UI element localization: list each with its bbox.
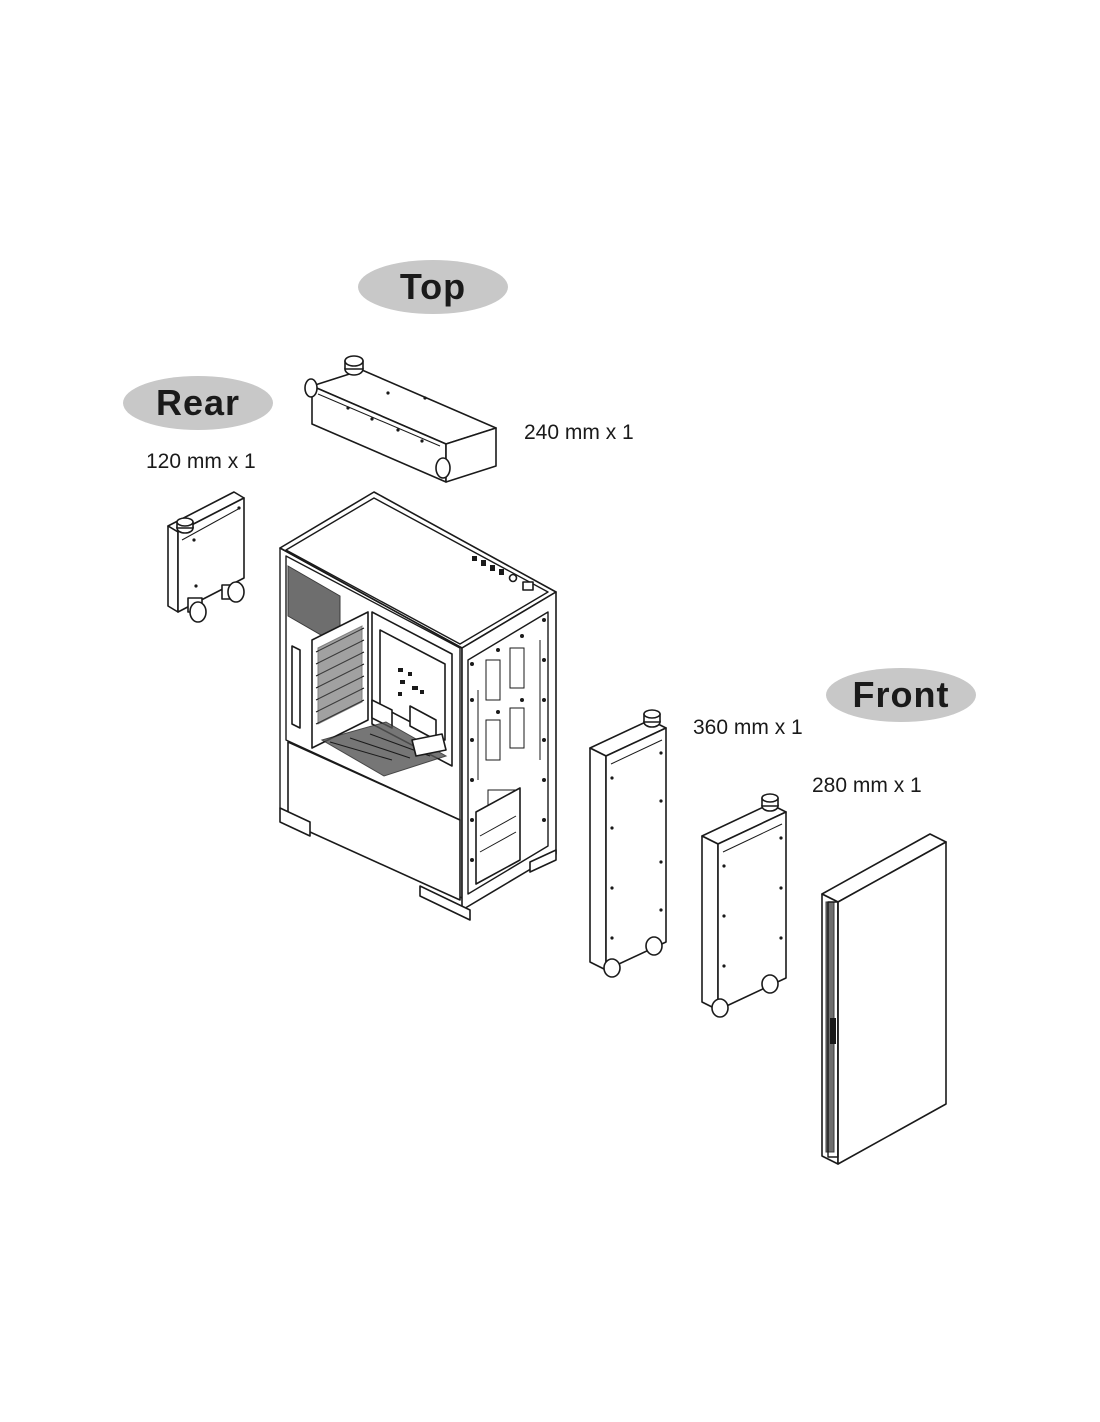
rear-radiator-120 (168, 492, 244, 622)
rear-position-label: Rear (123, 376, 273, 430)
rear-radiator-size: 120 mm x 1 (146, 450, 256, 473)
front-radiator-360 (590, 710, 666, 977)
front-panel (822, 834, 946, 1164)
top-position-label: Top (358, 260, 508, 314)
top-radiator-size: 240 mm x 1 (524, 421, 634, 444)
front-position-title: Front (852, 674, 950, 715)
top-radiator-240 (305, 356, 496, 482)
front-radiator-280-size: 280 mm x 1 (812, 774, 922, 797)
pc-case (280, 492, 556, 920)
front-radiator-360-size: 360 mm x 1 (693, 716, 803, 739)
top-position-title: Top (399, 266, 467, 307)
front-radiator-280 (702, 794, 786, 1017)
front-position-label: Front (826, 668, 976, 722)
rear-position-title: Rear (155, 382, 241, 423)
